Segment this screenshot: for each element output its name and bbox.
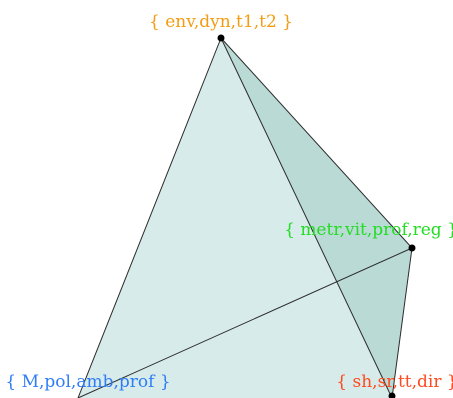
vertex-top <box>217 34 225 42</box>
vertex-top-label: { env,dyn,t1,t2 } <box>149 12 293 32</box>
vertex-bottom-left-label: { M,pol,amb,prof } <box>5 372 170 392</box>
face-left <box>78 38 392 398</box>
vertex-right-label: { metr,vit,prof,reg } <box>284 220 453 240</box>
edge-bottomleft-right <box>77 247 413 398</box>
face-right <box>221 38 412 398</box>
edge-top-right <box>220 37 413 249</box>
vertex-bottom-right <box>388 392 396 398</box>
vertex-right <box>408 244 416 252</box>
edge-top-bottomleft <box>77 37 222 398</box>
edge-top-bottomright <box>220 37 393 398</box>
vertex-bottom-right-label: { sh,sr,tt,dir } <box>336 372 453 392</box>
edge-right-bottomright <box>391 247 413 398</box>
